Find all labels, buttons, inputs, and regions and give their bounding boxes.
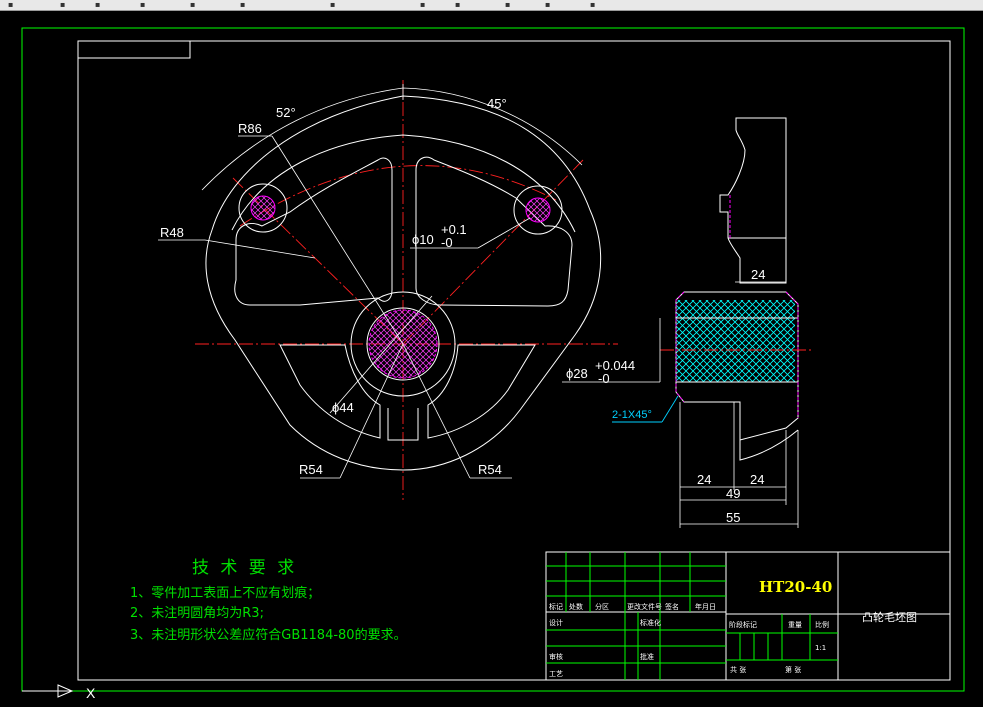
tb-label-mark: 标记	[549, 602, 563, 611]
r86-leader	[271, 135, 404, 345]
hub-bore	[366, 307, 440, 381]
tech-requirement-3: 3、未注明形状公差应符合GB1184-80的要求。	[130, 628, 407, 643]
tb-label-stage: 阶段标记	[729, 620, 757, 629]
outer-frame	[21, 27, 965, 692]
tb-label-change: 更改文件号	[627, 602, 662, 611]
slot-lower	[387, 408, 419, 441]
r86-label: R86	[238, 121, 262, 136]
r54-left-leader	[339, 343, 404, 479]
tb-sheet-num: 第 张	[785, 665, 801, 674]
phi10-tol-lower: -0	[441, 235, 453, 250]
toolbar-icon-10[interactable]: ▪	[505, 0, 511, 9]
phi10-leader	[477, 217, 531, 249]
toolbar-icon-3[interactable]: ▪	[95, 0, 101, 9]
r54-left-label: R54	[299, 462, 323, 477]
toolbar-icon-7[interactable]: ▪	[330, 0, 336, 9]
tb-label-weight: 重量	[788, 621, 802, 629]
tb-label-check: 审核	[549, 652, 563, 661]
dim24-right-label: 24	[750, 472, 764, 487]
phi44-leader	[329, 295, 433, 414]
angle-left-label: 52°	[276, 105, 296, 120]
tb-grid-mid	[726, 614, 838, 661]
inner-arc-rim	[231, 134, 576, 233]
toolbar-icon-11[interactable]: ▪	[545, 0, 551, 9]
angle-right-label: 45°	[487, 96, 507, 111]
side-chamfer-left	[675, 291, 685, 403]
code-box	[77, 40, 191, 59]
phi10-label: ϕ10	[412, 232, 434, 247]
title-block: HT20-40 凸轮毛坯图 标记 处数 分区 更改文件号 签名 年月日 设计 标…	[545, 551, 951, 681]
title-block-border	[545, 551, 951, 681]
tb-label-sign: 签名	[665, 602, 679, 611]
side-view: 24 ϕ28 +0.044 -0 2-1X45° 24 24 49 55	[562, 117, 812, 528]
toolbar-icon-1[interactable]: ▪	[8, 0, 14, 9]
front-view: 52° 45° R86 R48 ϕ10 +0.1 -0 ϕ44 R54 R54	[158, 80, 618, 500]
window-lower-left	[279, 344, 381, 439]
hole-left	[250, 195, 276, 221]
tb-label-scale: 比例	[815, 620, 829, 629]
dim55-label: 55	[726, 510, 740, 525]
dim24-top-label: 24	[751, 267, 765, 282]
tb-sheet-total: 共 张	[730, 665, 746, 674]
ucs-x-label: X	[86, 685, 96, 701]
centerline-arc	[239, 165, 557, 227]
bore-tol-upper: +0.044	[595, 358, 635, 373]
hub-outer	[350, 291, 456, 397]
phi44-label: ϕ44	[332, 400, 354, 415]
tb-drawing-name: 凸轮毛坯图	[862, 610, 917, 624]
side-chamfer-right	[785, 291, 799, 418]
window-upper-left	[234, 157, 393, 306]
tb-material: HT20-40	[759, 578, 832, 596]
inner-border	[77, 40, 951, 681]
boss-right	[513, 185, 563, 235]
toolbar-icon-12[interactable]: ▪	[590, 0, 596, 9]
toolbar-icon-5[interactable]: ▪	[190, 0, 196, 9]
tech-requirement-1: 1、零件加工表面上不应有划痕；	[130, 586, 321, 601]
tb-label-standardize: 标准化	[640, 618, 661, 627]
side-lower-profile	[739, 429, 799, 461]
tb-scale-value: 1:1	[815, 644, 826, 652]
toolbar-icon-8[interactable]: ▪	[420, 0, 426, 9]
r54-right-leader	[402, 343, 471, 479]
boss-left	[238, 183, 288, 233]
tb-label-count: 处数	[569, 602, 583, 611]
cam-outer-profile	[205, 95, 602, 471]
toolbar-icon-4[interactable]: ▪	[140, 0, 146, 9]
toolbar-icon-9[interactable]: ▪	[455, 0, 461, 9]
tb-label-approve: 批准	[640, 652, 654, 661]
r48-label: R48	[160, 225, 184, 240]
ucs-icon: X	[22, 684, 96, 701]
tb-grid-left	[546, 552, 726, 680]
phi10-tol-upper: +0.1	[441, 222, 467, 237]
tb-label-design: 设计	[549, 618, 563, 627]
chamfer-label: 2-1X45°	[612, 409, 652, 421]
bore-dia-label: ϕ28	[566, 366, 588, 381]
tb-label-zone: 分区	[595, 602, 609, 611]
chamfer-leader	[661, 395, 679, 423]
window-lower-right	[427, 344, 536, 439]
r54-right-label: R54	[478, 462, 502, 477]
side-upper-profile	[719, 117, 787, 284]
side-hub-hatch	[676, 300, 795, 382]
bore-tol-lower: -0	[598, 371, 610, 386]
toolbar-icon-2[interactable]: ▪	[60, 0, 66, 9]
dim24-left-label: 24	[697, 472, 711, 487]
centerline-diag-right	[402, 159, 584, 345]
r48-leader	[204, 239, 316, 259]
tb-label-process: 工艺	[549, 670, 563, 678]
tech-requirement-2: 2、未注明圆角均为R3;	[130, 606, 264, 621]
cad-toolbar: ▪ ▪ ▪ ▪ ▪ ▪ ▪ ▪ ▪ ▪ ▪ ▪	[0, 0, 983, 11]
dim49-label: 49	[726, 486, 740, 501]
tech-requirements-title: 技 术 要 求	[192, 558, 298, 578]
tb-label-date: 年月日	[695, 602, 716, 611]
hole-right	[525, 197, 551, 223]
toolbar-icon-6[interactable]: ▪	[240, 0, 246, 9]
